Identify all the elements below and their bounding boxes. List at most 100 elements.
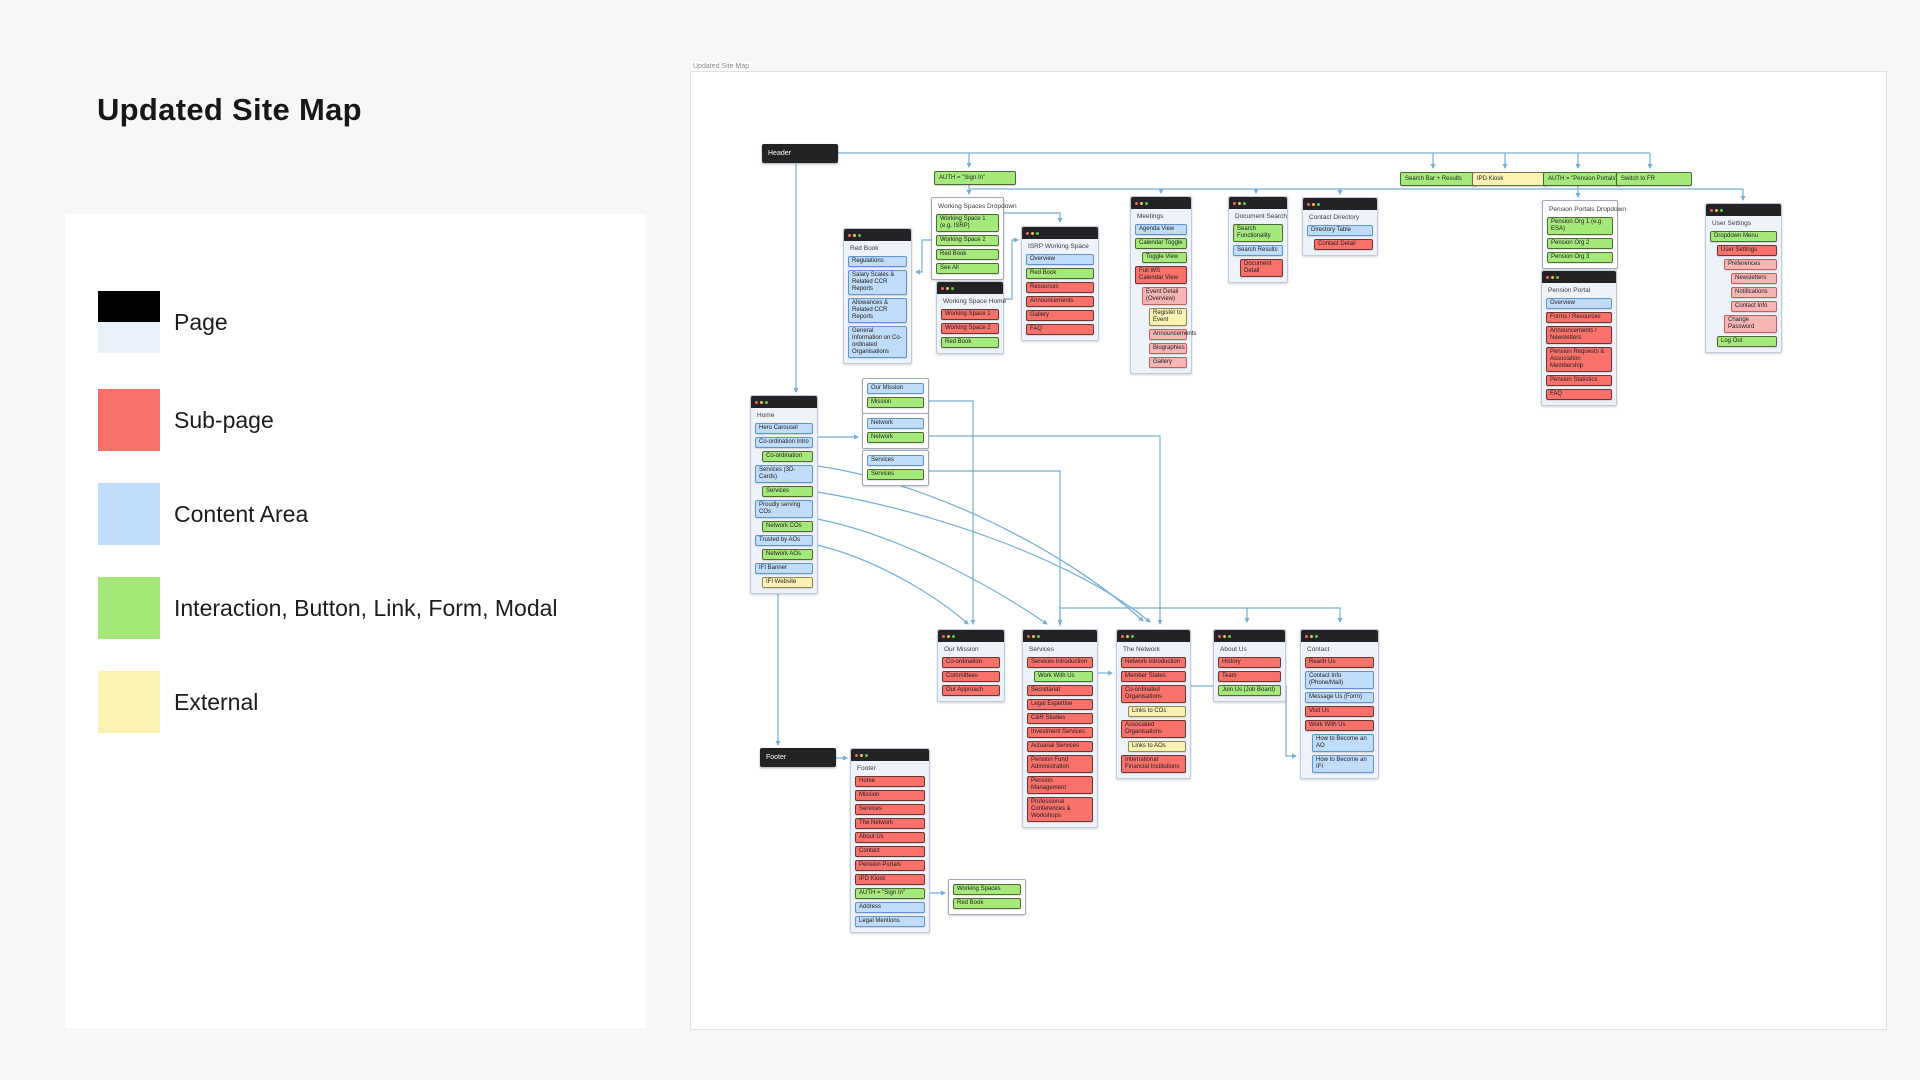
item-links-to-aos[interactable]: Links to AOs [1128, 741, 1186, 752]
item-how-to-become-an-ifi[interactable]: How to Become an IFI [1312, 755, 1374, 773]
item-change-password[interactable]: Change Password [1724, 315, 1777, 333]
item-pension-management[interactable]: Pension Management [1027, 776, 1093, 794]
footer-node[interactable]: Footer [760, 748, 836, 767]
item-ifi-website[interactable]: IFI Website [762, 577, 813, 588]
item-auth-sign-in[interactable]: AUTH = "Sign In" [855, 888, 925, 899]
item-biographies[interactable]: Biographies [1149, 343, 1187, 354]
item-legal-expertise[interactable]: Legal Expertise [1027, 699, 1093, 710]
item-red-book[interactable]: Red Book [936, 249, 999, 260]
item-pension-requests-association-membership[interactable]: Pension Requests & Association Membershi… [1546, 347, 1612, 372]
item-history[interactable]: History [1218, 657, 1281, 668]
item-allowances-related-ccr-reports[interactable]: Allowances & Related CCR Reports [848, 298, 907, 323]
item-services[interactable]: Services [855, 804, 925, 815]
item-see-all[interactable]: See All [936, 263, 999, 274]
item-general-information-on-co-ordinated-organisations[interactable]: General Information on Co-ordinated Orga… [848, 326, 907, 358]
item-gallery[interactable]: Gallery [1149, 357, 1187, 368]
header-node[interactable]: Header [762, 144, 838, 163]
item-working-spaces[interactable]: Working Spaces [953, 884, 1021, 895]
item-visit-us[interactable]: Visit Us [1305, 706, 1374, 717]
item-contact[interactable]: Contact [855, 846, 925, 857]
item-committees[interactable]: Committees [942, 671, 1000, 682]
item-working-space-1-e-g-isrp[interactable]: Working Space 1 (e.g. ISRP) [936, 214, 999, 232]
item-red-book[interactable]: Red Book [953, 898, 1021, 909]
item-search-functionality[interactable]: Search Functionality [1233, 224, 1283, 242]
item-document-detail[interactable]: Document Detail [1240, 259, 1283, 277]
item-working-space-2[interactable]: Working Space 2 [941, 323, 999, 334]
item-notifications[interactable]: Notifications [1731, 287, 1777, 298]
item-announcements[interactable]: Announcements [1149, 329, 1196, 340]
item-event-detail-overview[interactable]: Event Detail (Overview) [1142, 287, 1187, 305]
item-red-book[interactable]: Red Book [941, 337, 999, 348]
item-actuarial-services[interactable]: Actuarial Services [1027, 741, 1093, 752]
chip-auth-pension-portals[interactable]: AUTH = "Pension Portals" [1543, 172, 1621, 186]
item-search-results[interactable]: Search Results [1233, 245, 1283, 256]
item-faq[interactable]: FAQ [1546, 389, 1612, 400]
item-preferences[interactable]: Preferences [1724, 259, 1777, 270]
item-associated-organisations[interactable]: Associated Organisations [1121, 720, 1186, 738]
item-working-space-1[interactable]: Working Space 1 [941, 309, 999, 320]
chip-ipd-kiosk[interactable]: IPD Kiosk [1472, 172, 1548, 186]
item-newsletters[interactable]: Newsletters [1731, 273, 1777, 284]
item-ipd-kiosk[interactable]: IPD Kiosk [855, 874, 925, 885]
item-how-to-become-an-ao[interactable]: How to Become an AO [1312, 734, 1374, 752]
item-home[interactable]: Home [855, 776, 925, 787]
item-contact-detail[interactable]: Contact Detail [1314, 239, 1373, 250]
item-join-us-job-board[interactable]: Join Us (Job Board) [1218, 685, 1281, 696]
item-about-us[interactable]: About Us [855, 832, 925, 843]
item-announcements[interactable]: Announcements [1026, 296, 1094, 307]
item-forms-resources[interactable]: Forms / Resources [1546, 312, 1612, 323]
item-agenda-view[interactable]: Agenda View [1135, 224, 1187, 235]
item-pension-statistics[interactable]: Pension Statistics [1546, 375, 1612, 386]
item-services[interactable]: Services [867, 469, 924, 480]
item-pension-portals[interactable]: Pension Portals [855, 860, 925, 871]
item-co-ordination-intro[interactable]: Co-ordination Intro [755, 437, 813, 448]
item-full-ws-calendar-view[interactable]: Full WS Calendar View [1135, 266, 1187, 284]
item-secretariat[interactable]: Secretariat [1027, 685, 1093, 696]
item-services[interactable]: Services [762, 486, 813, 497]
item-contact-info-phone-mail[interactable]: Contact Info (Phone/Mail) [1305, 671, 1374, 689]
item-trusted-by-aos[interactable]: Trusted by AOs [755, 535, 813, 546]
item-pension-org-2[interactable]: Pension Org 2 [1547, 238, 1613, 249]
item-our-mission[interactable]: Our Mission [867, 383, 924, 394]
item-network-cos[interactable]: Network COs [762, 521, 813, 532]
item-announcements-newsletters[interactable]: Announcements / Newsletters [1546, 326, 1612, 344]
item-services-3d-cards[interactable]: Services (3D-Cards) [755, 465, 813, 483]
item-services-introduction[interactable]: Services Introduction [1027, 657, 1093, 668]
item-work-with-us[interactable]: Work With Us [1034, 671, 1093, 682]
item-ifi-banner[interactable]: IFI Banner [755, 563, 813, 574]
item-mission[interactable]: Mission [867, 397, 924, 408]
item-network-aos[interactable]: Network AOs [762, 549, 813, 560]
item-regulations[interactable]: Regulations [848, 256, 907, 267]
item-proudly-serving-cos[interactable]: Proudly serving COs [755, 500, 813, 518]
item-faq[interactable]: FAQ [1026, 324, 1094, 335]
item-network-introduction[interactable]: Network Introduction [1121, 657, 1186, 668]
item-co-ordination[interactable]: Co-ordination [942, 657, 1000, 668]
item-investment-services[interactable]: Investment Services [1027, 727, 1093, 738]
item-overview[interactable]: Overview [1546, 298, 1612, 309]
item-pension-fund-administration[interactable]: Pension Fund Administration [1027, 755, 1093, 773]
item-co-ordination[interactable]: Co-ordination [762, 451, 813, 462]
item-links-to-cos[interactable]: Links to COs [1128, 706, 1186, 717]
item-overview[interactable]: Overview [1026, 254, 1094, 265]
item-our-approach[interactable]: Our Approach [942, 685, 1000, 696]
item-work-with-us[interactable]: Work With Us [1305, 720, 1374, 731]
item-resources[interactable]: Resources [1026, 282, 1094, 293]
item-professional-conferences-workshops[interactable]: Professional Conferences & Workshops [1027, 797, 1093, 822]
item-member-states[interactable]: Member States [1121, 671, 1186, 682]
